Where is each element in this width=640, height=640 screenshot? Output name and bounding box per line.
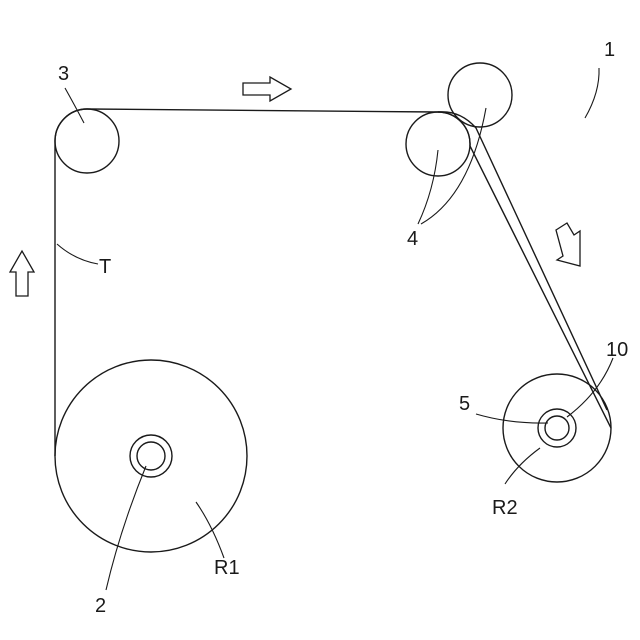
supply-roll-outer xyxy=(55,360,247,552)
leader-3 xyxy=(65,88,84,123)
tape-segment-down xyxy=(438,112,611,428)
leader-2 xyxy=(106,466,146,590)
leader-4a xyxy=(418,150,438,224)
leader-r1 xyxy=(196,502,224,558)
tape-path xyxy=(55,109,611,456)
arrow-right-icon xyxy=(243,77,291,101)
leader-5 xyxy=(476,414,548,423)
nip-roller-upper xyxy=(448,63,512,127)
supply-core-inner xyxy=(137,442,165,470)
arrow-down-right-icon xyxy=(556,223,580,266)
label-r1: R1 xyxy=(214,557,240,579)
leader-1 xyxy=(585,68,599,118)
label-t: T xyxy=(99,256,111,278)
leader-t xyxy=(57,244,98,264)
arrow-up-icon xyxy=(10,251,34,296)
leader-4b xyxy=(421,108,486,224)
label-2: 2 xyxy=(95,595,106,617)
leader-r2 xyxy=(505,448,540,484)
label-3: 3 xyxy=(58,63,69,85)
label-4: 4 xyxy=(407,228,418,250)
tape-segment-down-outer xyxy=(438,112,607,410)
label-r2: R2 xyxy=(492,497,518,519)
label-10: 10 xyxy=(606,339,628,361)
label-1: 1 xyxy=(604,39,615,61)
label-5: 5 xyxy=(459,393,470,415)
supply-roll-r1 xyxy=(55,360,247,552)
takeup-core-inner xyxy=(545,416,569,440)
